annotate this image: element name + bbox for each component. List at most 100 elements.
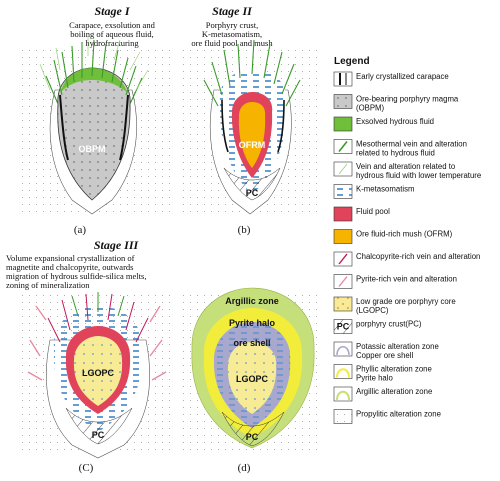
legend-item-lgopc: Low grade ore porphyry core(LGOPC)	[333, 296, 456, 315]
stage-1-desc-line-3: hydrofracturing	[85, 38, 139, 48]
panel-a-diagram: OBPM (a)	[20, 36, 170, 236]
mesothermal-veins	[203, 39, 301, 107]
svg-text:PC: PC	[337, 322, 350, 332]
legend-label-carapace: Early crystallized carapace	[356, 72, 449, 81]
legend-swatch-pool	[333, 206, 353, 222]
legend-label-phyllic: Pyrite halo	[356, 374, 394, 383]
legend-label-meso: Mesothermal vein and alteration	[356, 140, 467, 149]
obpm-dots	[57, 68, 131, 200]
panel-d-base-label: PC	[246, 432, 259, 442]
legend-swatch-cpy	[333, 251, 353, 267]
legend: Legend Early crystallized carapaceOre-be…	[333, 56, 481, 424]
legend-item-argillic: Argillic alteration zone	[333, 386, 432, 402]
panel-d-diagram: Argillic zone Pyrite halo ore shell LGOP…	[180, 287, 320, 474]
panel-d-body-label: LGOPC	[236, 374, 269, 384]
legend-item-obpm: Ore-bearing porphyry magma(OBPM)	[333, 94, 459, 113]
lgopc-dots	[73, 336, 123, 406]
stage-3-title: Stage III	[94, 238, 140, 252]
legend-label-propylitic: Propylitic alteration zone	[356, 410, 441, 419]
panel-c-label: (C)	[79, 462, 94, 474]
panel-d-label: (d)	[238, 462, 251, 474]
legend-label-py: Pyrite-rich vein and alteration	[356, 275, 457, 284]
legend-label-phyllic: Phyllic alteration zone	[356, 365, 432, 374]
panel-b-diagram: OFRM PC (b)	[180, 39, 320, 236]
legend-swatch-obpm	[333, 94, 353, 109]
panel-c-base-label: PC	[92, 430, 105, 440]
mesothermal-veins	[71, 292, 125, 317]
carapace-lines	[221, 99, 285, 153]
ore-shell-label: ore shell	[233, 338, 270, 348]
legend-swatch-pc: PC	[333, 319, 353, 334]
legend-label-obpm: (OBPM)	[356, 104, 385, 113]
legend-label-lowt: hydrous fluid with lower temperature	[356, 171, 481, 180]
legend-label-lgopc: Low grade ore porphyry core	[356, 297, 456, 306]
legend-swatch-hydrous	[333, 116, 353, 132]
carapace-left	[59, 94, 69, 161]
chalcopyrite-veins	[47, 293, 149, 343]
legend-swatch-meso	[333, 139, 353, 154]
stage-3-desc-line-1: Volume expansional crystallization of	[6, 253, 135, 263]
stage-1-title: Stage I	[94, 4, 130, 18]
legend-label-kmeta: K-metasomatism	[356, 185, 415, 194]
panel-b-base-label: PC	[246, 188, 259, 198]
mesothermal-veins	[45, 39, 143, 105]
pyrite-veins	[27, 305, 167, 381]
legend-item-propylitic: Propylitic alteration zone	[333, 409, 441, 424]
legend-label-cpy: Chalcopyrite-rich vein and alteration	[356, 252, 480, 261]
legend-swatch-lgopc	[333, 296, 353, 312]
legend-item-pool: Fluid pool	[333, 206, 390, 222]
stage-3-desc-line-4: zoning of mineralization	[6, 280, 90, 290]
stage-3-desc-line-2: magnetite and chalcopyrite, outwards	[6, 262, 133, 272]
stage-1-desc-line-2: boiling of aqueous fluid,	[70, 29, 154, 39]
ofrm-body	[238, 102, 266, 168]
panel-a-label: (a)	[74, 224, 87, 236]
panel-c-diagram: LGOPC PC (C)	[20, 290, 170, 474]
stage-2-desc-line-1: Porphyry crust,	[206, 20, 258, 30]
porphyry-crust	[221, 411, 285, 447]
legend-swatch-lowt	[333, 161, 353, 177]
legend-label-hydrous: Exsolved hydrous fluid	[356, 117, 434, 126]
legend-swatch-argillic	[333, 386, 353, 402]
porphyry-crust	[223, 167, 281, 201]
legend-label-potassic: Potassic alteration zone	[356, 342, 439, 351]
low-temp-veins	[39, 36, 149, 91]
legend-swatch-kmeta	[333, 184, 353, 199]
legend-label-potassic: Copper ore shell	[356, 351, 413, 360]
argillic-zone-label: Argillic zone	[225, 296, 279, 306]
legend-item-cpy: Chalcopyrite-rich vein and alteration	[333, 251, 480, 267]
legend-swatch-phyllic	[333, 364, 353, 379]
lgopc-dots	[227, 342, 277, 414]
stage-2-desc-line-3: ore fluid pool and mush	[191, 38, 273, 48]
legend-label-argillic: Argillic alteration zone	[356, 387, 432, 396]
panel-b-label: (b)	[238, 224, 251, 236]
legend-label-lgopc: (LGOPC)	[356, 306, 389, 315]
carapace-right	[119, 94, 129, 161]
panel-c-body-label: LGOPC	[82, 368, 115, 378]
legend-item-kmeta: K-metasomatism	[333, 184, 415, 199]
legend-title: Legend	[334, 56, 370, 67]
panel-a-body-label: OBPM	[79, 144, 106, 154]
legend-item-py: Pyrite-rich vein and alteration	[333, 274, 457, 289]
hydrous-fluid-cap	[60, 68, 128, 93]
legend-label-obpm: Ore-bearing porphyry magma	[356, 95, 459, 104]
legend-item-hydrous: Exsolved hydrous fluid	[333, 116, 434, 132]
legend-swatch-py	[333, 274, 353, 289]
legend-swatch-potassic	[333, 341, 353, 357]
legend-swatch-ofrm	[333, 229, 353, 244]
panel-b-body-label: OFRM	[239, 140, 266, 150]
pyrite-halo-label: Pyrite halo	[229, 318, 276, 328]
legend-swatch-carapace	[333, 71, 353, 87]
legend-label-pool: Fluid pool	[356, 207, 390, 216]
stage-2-desc-line-2: K-metasomatism,	[202, 29, 262, 39]
stage-3-desc-line-3: migration of hydrous sulfide-silica melt…	[6, 271, 146, 281]
stage-2-title: Stage II	[212, 4, 253, 18]
legend-label-meso: related to hydrous fluid	[356, 149, 435, 158]
stage-3-heading: Stage III Volume expansional crystalliza…	[6, 238, 146, 290]
